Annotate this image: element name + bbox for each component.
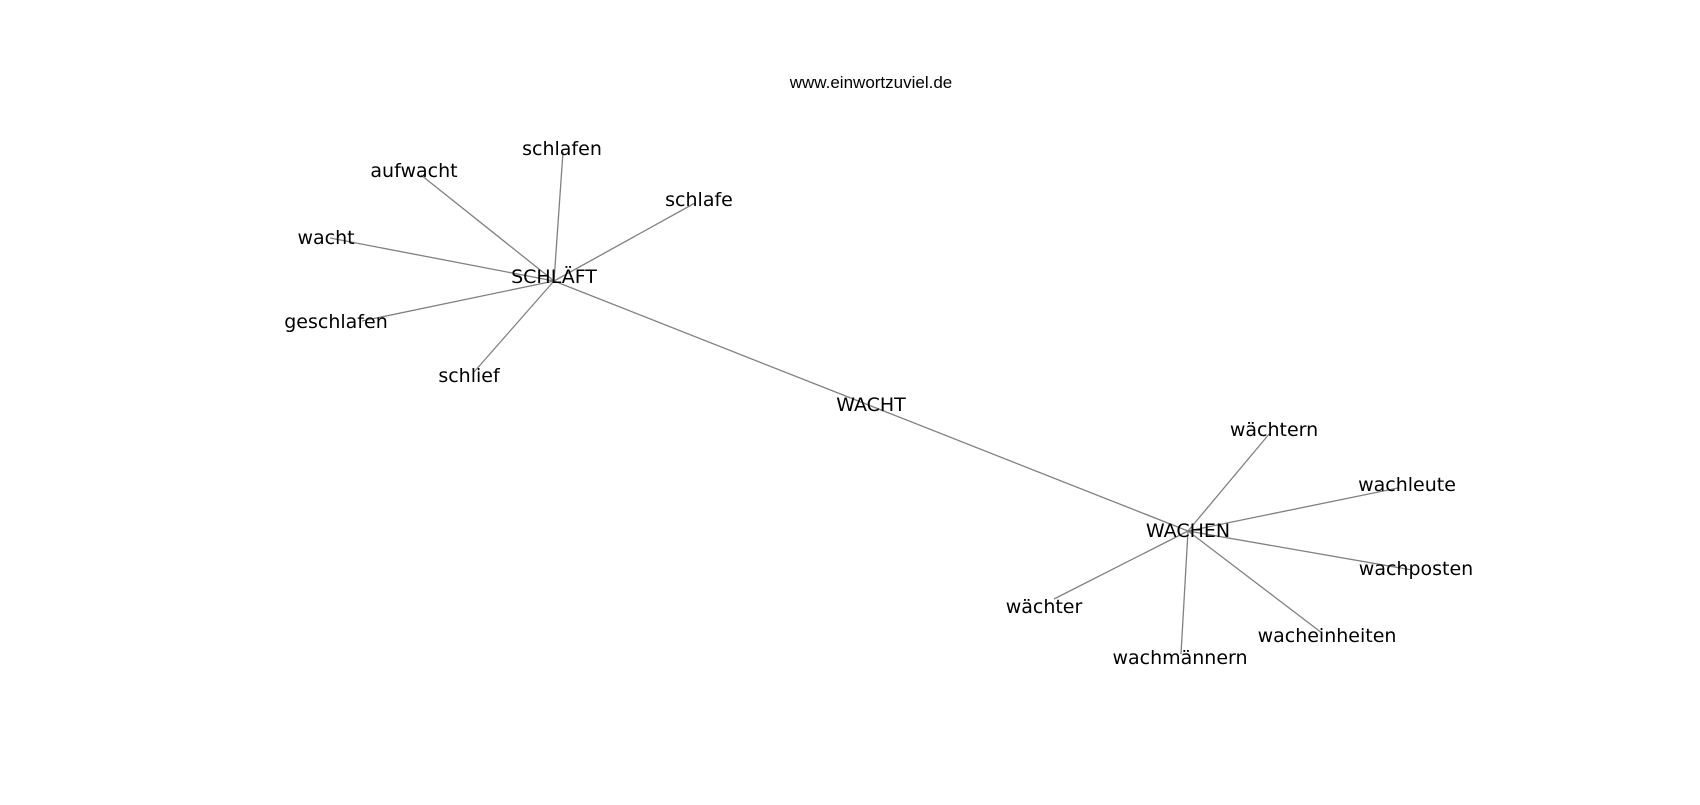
- edge-schlaeft-schlief: [473, 280, 555, 373]
- edge-layer: [329, 151, 1413, 655]
- site-url-label: www.einwortzuviel.de: [789, 73, 953, 92]
- edge-schlaeft-aufwacht: [420, 174, 555, 282]
- edge-schlaeft-wachen: [553, 280, 1189, 532]
- edge-wachen-wachmaennern: [1180, 530, 1189, 655]
- edge-schlaeft-wacht: [329, 237, 555, 282]
- node-label-wachen: WACHEN: [1146, 520, 1230, 542]
- node-label-geschlafen: geschlafen: [284, 311, 387, 333]
- node-label-wachmaennern: wachmännern: [1112, 647, 1247, 669]
- node-label-wachposten: wachposten: [1359, 558, 1473, 580]
- node-label-wacht_center: WACHT: [836, 394, 906, 416]
- edge-schlaeft-geschlafen: [361, 280, 555, 322]
- edge-wachen-waechter: [1053, 530, 1189, 600]
- edge-schlaeft-schlafen: [553, 151, 564, 282]
- node-label-schlief: schlief: [438, 365, 501, 387]
- edge-wachen-wachposten: [1187, 530, 1413, 571]
- node-label-schlafe: schlafe: [665, 189, 733, 211]
- edge-wachen-waechtern: [1187, 432, 1271, 532]
- label-layer: WACHT SCHLÄFT WACHEN schlafen aufwacht schlaf…: [284, 138, 1473, 669]
- node-label-aufwacht: aufwacht: [370, 160, 457, 182]
- node-label-wachleute: wachleute: [1358, 474, 1456, 496]
- node-label-waechter: wächter: [1006, 596, 1083, 618]
- node-label-waechtern: wächtern: [1230, 419, 1318, 441]
- node-label-schlaeft: SCHLÄFT: [511, 265, 597, 288]
- node-label-wacheinheiten: wacheinheiten: [1258, 625, 1397, 647]
- edge-schlaeft-schlafe: [553, 202, 696, 282]
- edge-wachen-wachleute: [1187, 487, 1399, 532]
- edge-wachen-wacheinheiten: [1187, 530, 1323, 634]
- node-label-schlafen: schlafen: [522, 138, 602, 160]
- node-label-wacht: wacht: [297, 227, 354, 249]
